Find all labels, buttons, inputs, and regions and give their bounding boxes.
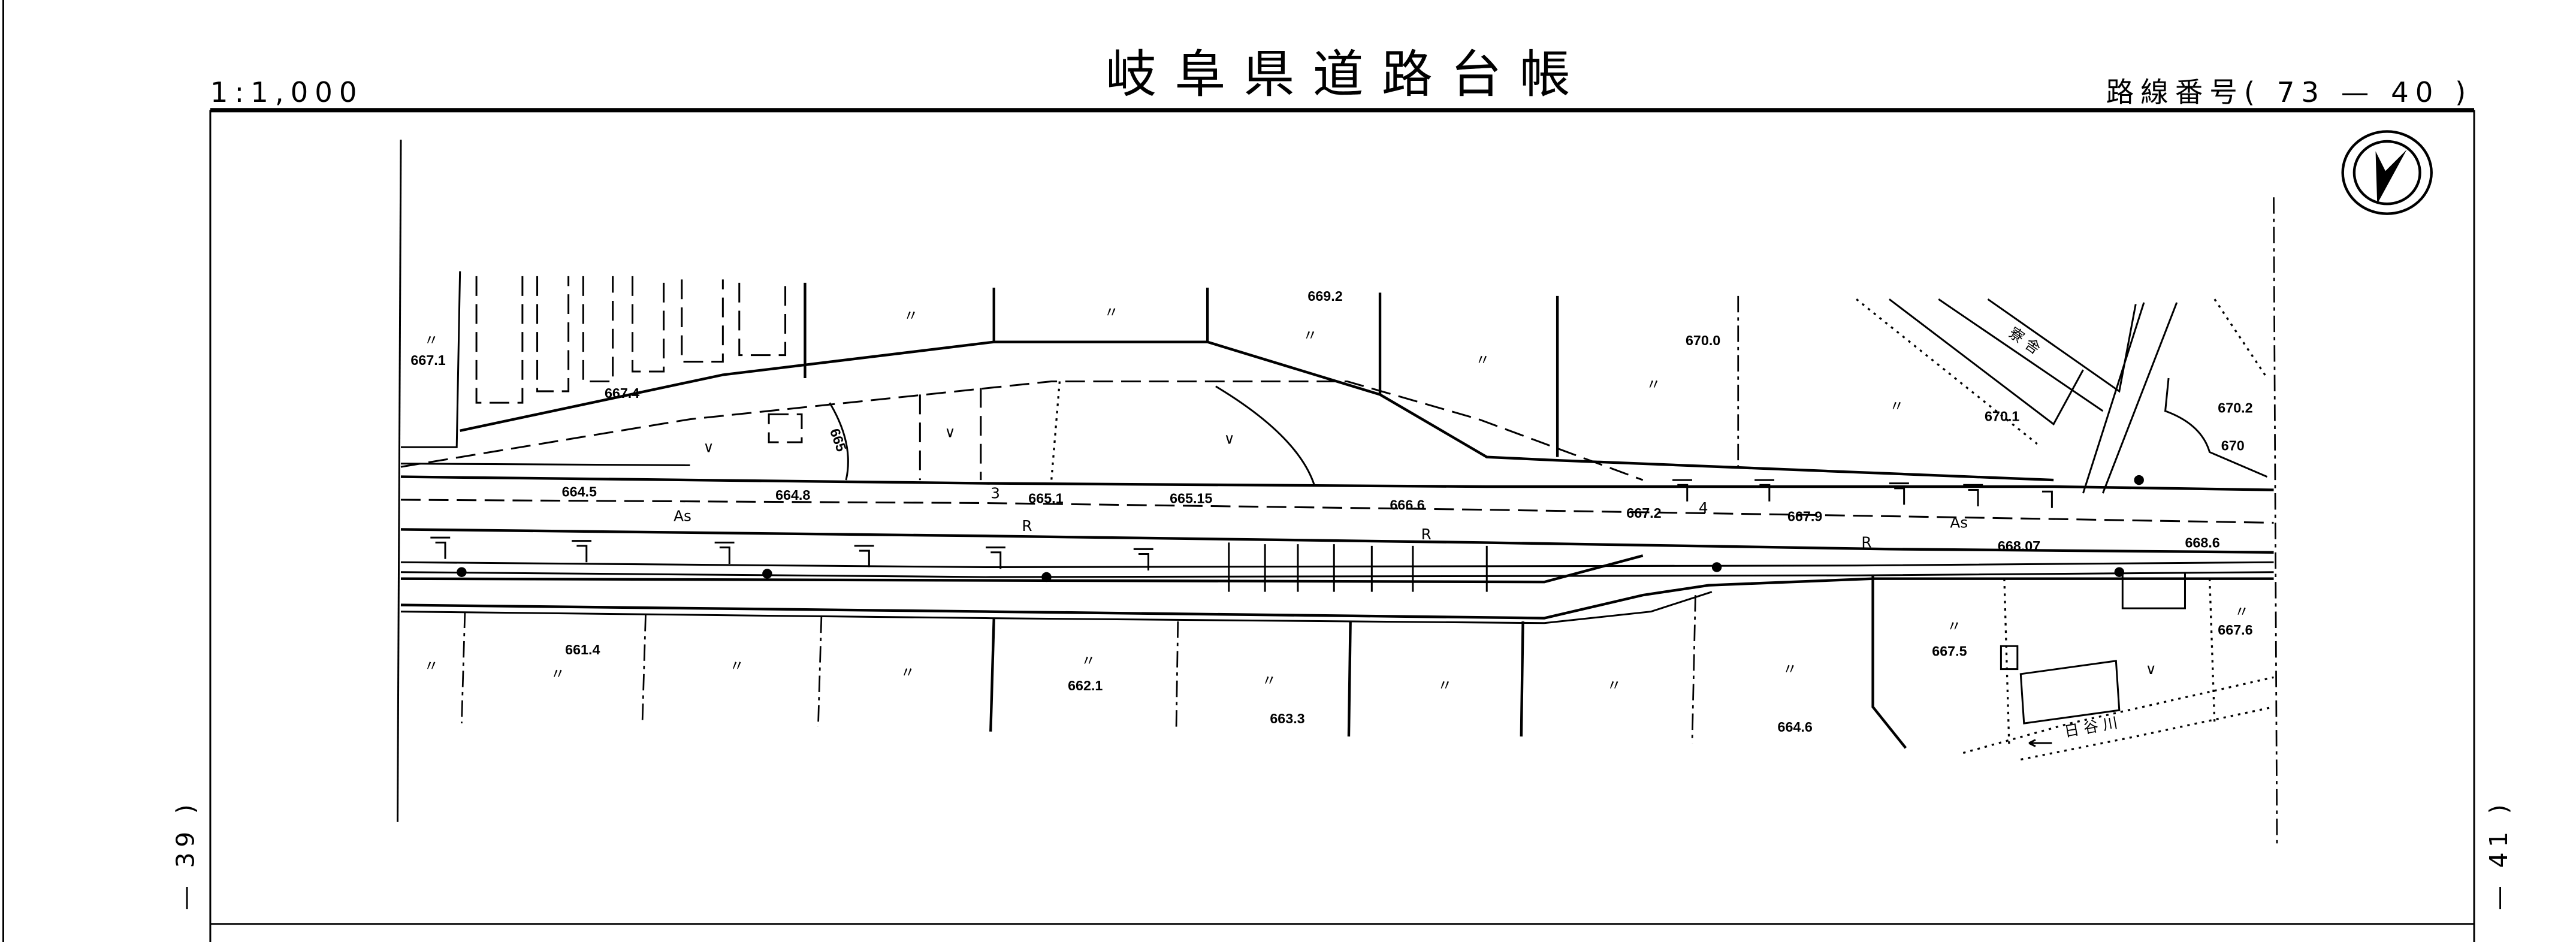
route-number-label: 路線番号( 73 — 40 ) (2106, 76, 2473, 108)
station-number: 4 (1699, 499, 1708, 517)
north-parcels (400, 271, 2268, 494)
elevation-label: 667.5 (1932, 644, 1967, 659)
elevation-label: 669.2 (1307, 288, 1342, 304)
ditto-mark: 〃 (424, 331, 439, 349)
road-centerline (400, 499, 2274, 524)
elevation-label: 667.4 (605, 385, 639, 401)
elevation-label: 663.3 (1270, 711, 1304, 726)
elevation-label: 666.6 (1390, 497, 1424, 512)
retaining-mark: R (1022, 517, 1032, 535)
road-map: 667.1 667.4 664.5 664.8 665.1 665.15 666… (396, 140, 2278, 847)
elevation-label: 664.5 (562, 484, 597, 500)
adjacent-sheet-left[interactable]: — 39 ) (171, 799, 200, 910)
ditto-mark: 〃 (1783, 660, 1798, 678)
retaining-mark: R (1421, 526, 1432, 543)
river-label: 日 谷 川 (2063, 714, 2119, 740)
ditto-mark: 〃 (424, 657, 439, 674)
elevation-label: 667.6 (2218, 622, 2252, 638)
ditto-mark: 〃 (1889, 397, 1904, 415)
building-label: 寮 舎 (2006, 324, 2043, 358)
field-mark: ∨ (944, 424, 955, 441)
elevation-label: 667.1 (410, 352, 445, 368)
surface-label: As (1950, 514, 1968, 532)
ditto-mark: 〃 (1262, 672, 1277, 689)
field-mark: ∨ (2146, 660, 2157, 678)
ditto-mark: 〃 (1104, 303, 1119, 321)
south-parcels (461, 572, 2274, 761)
ditto-mark: 〃 (1646, 376, 1661, 393)
map-extent-left (396, 140, 402, 822)
elevation-label: 670.0 (1686, 333, 1720, 348)
contour-label: 665 (827, 427, 850, 454)
elevation-label: 661.4 (565, 642, 600, 657)
elevation-label: 664.8 (775, 487, 810, 503)
ditto-mark: 〃 (900, 663, 915, 681)
flow-direction-arrow (2028, 739, 2052, 747)
elevation-label: 670 (2221, 438, 2245, 454)
ditto-mark: 〃 (1081, 652, 1096, 669)
ditto-mark: 〃 (1475, 351, 1490, 369)
ditto-mark: 〃 (550, 665, 565, 683)
north-arrow-icon (2341, 130, 2433, 215)
land-use-marks: 〃 〃 〃 〃 〃 〃 〃 〃 〃 〃 〃 〃 〃 〃 〃 〃 〃 〃 ∨ ∨ … (424, 303, 2249, 694)
elevation-labels: 667.1 667.4 664.5 664.8 665.1 665.15 666… (410, 288, 2252, 735)
adjacent-sheet-right[interactable]: — 41 ) (2484, 799, 2513, 910)
scale-label: 1:1,000 (210, 76, 364, 108)
road-annotations: As As R R R 3 4 寮 舎 日 谷 川 (674, 324, 2119, 740)
elevation-label: 664.6 (1778, 719, 1813, 735)
elevation-label: 667.9 (1787, 509, 1822, 524)
elevation-label: 668.07 (1998, 538, 2040, 554)
ditto-mark: 〃 (904, 307, 919, 324)
map-extent-right (2273, 197, 2278, 847)
surface-label: As (674, 508, 691, 525)
elevation-label: 670.2 (2218, 400, 2252, 416)
ditto-mark: 〃 (2234, 603, 2249, 620)
elevation-label: 665.15 (1170, 490, 1212, 506)
ditto-mark: 〃 (729, 657, 744, 674)
page-title: 岐阜県道路台帳 (1106, 46, 1589, 105)
elevation-label: 665.1 (1028, 490, 1063, 506)
ditto-mark: 〃 (1606, 677, 1621, 694)
retaining-mark: R (1861, 534, 1871, 551)
ditto-mark: 〃 (1303, 327, 1318, 344)
station-number: 3 (990, 484, 1000, 502)
elevation-label: 670.1 (1985, 408, 2019, 424)
elevation-label: 662.1 (1068, 678, 1103, 693)
elevation-label: 668.6 (2185, 535, 2219, 551)
field-mark: ∨ (703, 438, 714, 455)
field-mark: ∨ (1224, 430, 1235, 448)
main-road (400, 463, 2274, 624)
ditto-mark: 〃 (1438, 677, 1452, 694)
elevation-label: 667.2 (1626, 505, 1661, 521)
ditto-mark: 〃 (1947, 617, 1962, 635)
